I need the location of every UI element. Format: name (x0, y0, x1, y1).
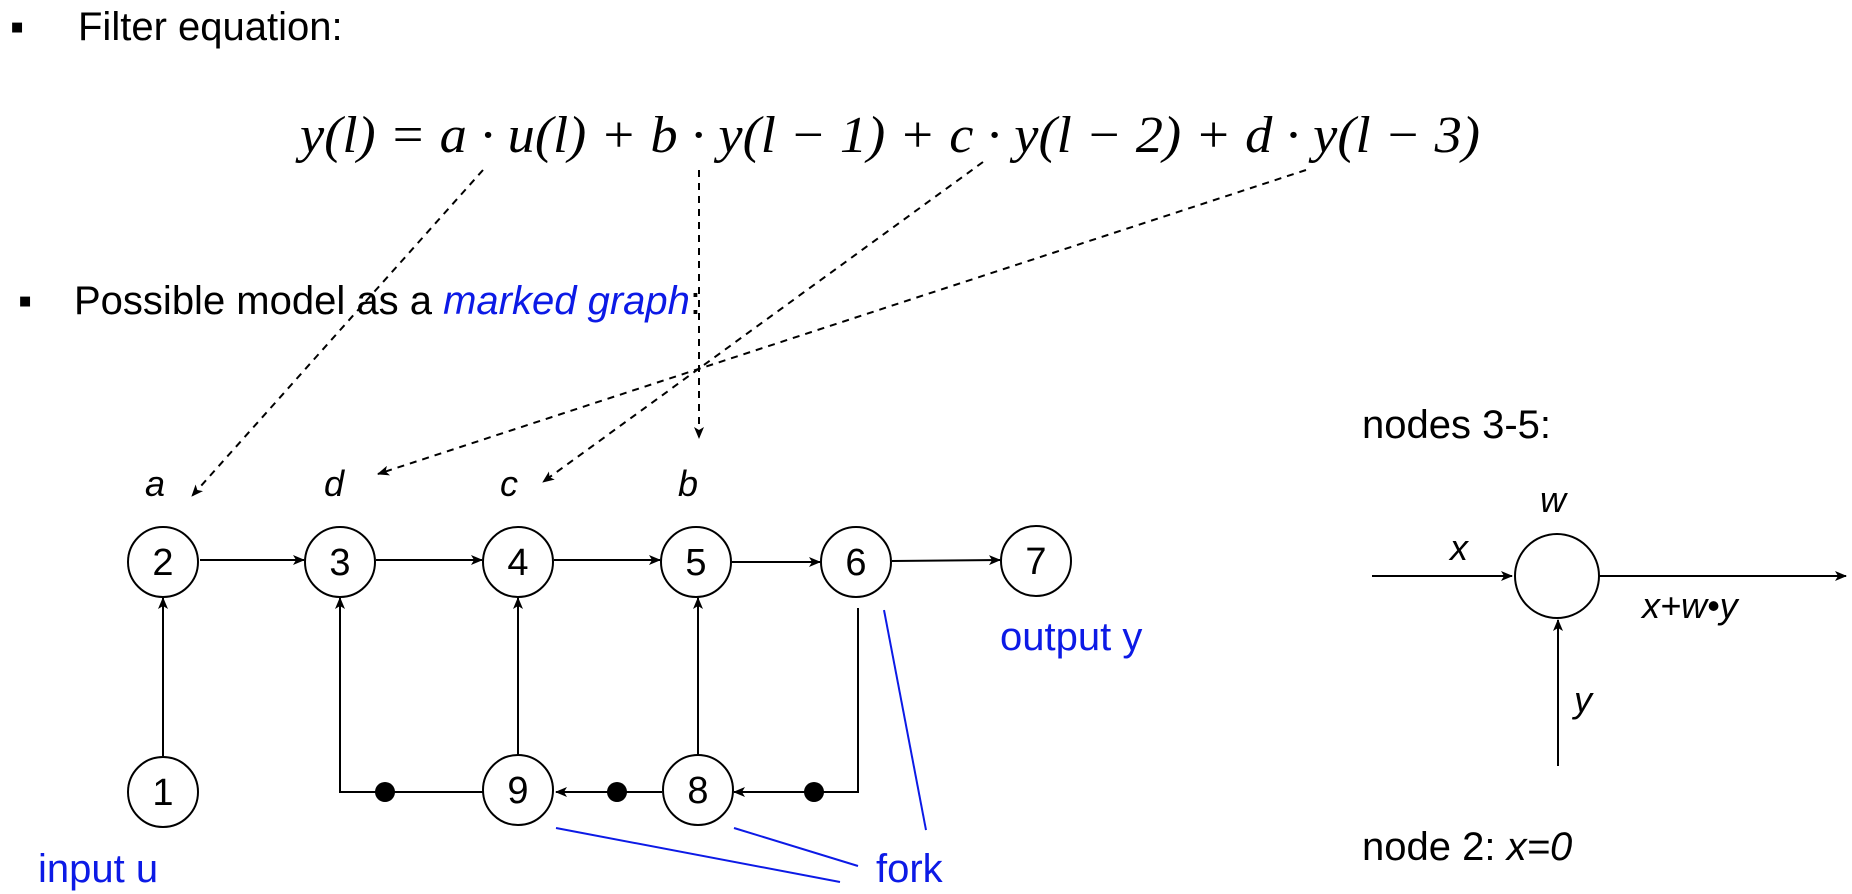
node-1 (127, 756, 199, 828)
token (804, 782, 824, 802)
bullet-prefix: Possible model as a (74, 279, 443, 323)
output-label: output y (1000, 615, 1142, 659)
legend-title: nodes 3-5: (1362, 403, 1551, 447)
bullet-marked-graph: Possible model as a marked graph: (74, 279, 701, 323)
token (607, 782, 627, 802)
legend-y-label: y (1571, 679, 1594, 720)
coef-label-c: c (500, 463, 518, 504)
edge-6-8 (733, 608, 859, 797)
node-9-label: 9 (507, 770, 528, 812)
node-8 (662, 754, 734, 826)
legend-x-label: x (1448, 527, 1470, 568)
legend-node2-prefix: node 2: (1362, 825, 1507, 869)
coef-label-a: a (145, 463, 165, 504)
legend-output-label: x+w•y (1640, 585, 1740, 626)
node-9 (482, 754, 554, 826)
fork-label: fork (876, 847, 944, 891)
node-6-label: 6 (845, 542, 866, 584)
bullet-marker: ▪ (18, 279, 32, 323)
input-label: input u (38, 847, 158, 891)
node-8-label: 8 (687, 770, 708, 812)
legend-node2-note: node 2: x=0 (1362, 825, 1572, 869)
node-3-label: 3 (329, 542, 350, 584)
node-1-label: 1 (152, 772, 173, 814)
token (375, 782, 395, 802)
legend-node (1514, 533, 1600, 619)
edge-6-7 (891, 555, 1001, 566)
fork-line-9 (555, 827, 841, 883)
bullet-suffix: : (690, 279, 701, 323)
edge-9-3 (335, 597, 484, 793)
fork-line-6 (883, 609, 927, 831)
node-3 (304, 526, 376, 598)
node-2 (127, 526, 199, 598)
bullet-marker: ▪ (10, 5, 24, 49)
dashed-link-a (191, 169, 484, 497)
node-6 (820, 526, 892, 598)
node-4 (482, 526, 554, 598)
coef-label-d: d (324, 463, 345, 504)
coef-label-b: b (678, 463, 698, 504)
dashed-link-d (377, 169, 1307, 476)
bullet-filter-equation: Filter equation: (78, 5, 343, 49)
filter-equation: y(l) = a · u(l) + b · y(l − 1) + c · y(l… (295, 107, 1480, 164)
fork-line-8 (733, 827, 859, 867)
node-7-label: 7 (1025, 541, 1046, 583)
marked-graph-term: marked graph (443, 279, 690, 323)
node-7 (1000, 525, 1072, 597)
node-2-label: 2 (152, 542, 173, 584)
legend-w-label: w (1540, 479, 1568, 520)
node-5-label: 5 (685, 542, 706, 584)
node-5 (660, 526, 732, 598)
legend-node2-value: x=0 (1505, 825, 1573, 869)
node-4-label: 4 (507, 542, 528, 584)
